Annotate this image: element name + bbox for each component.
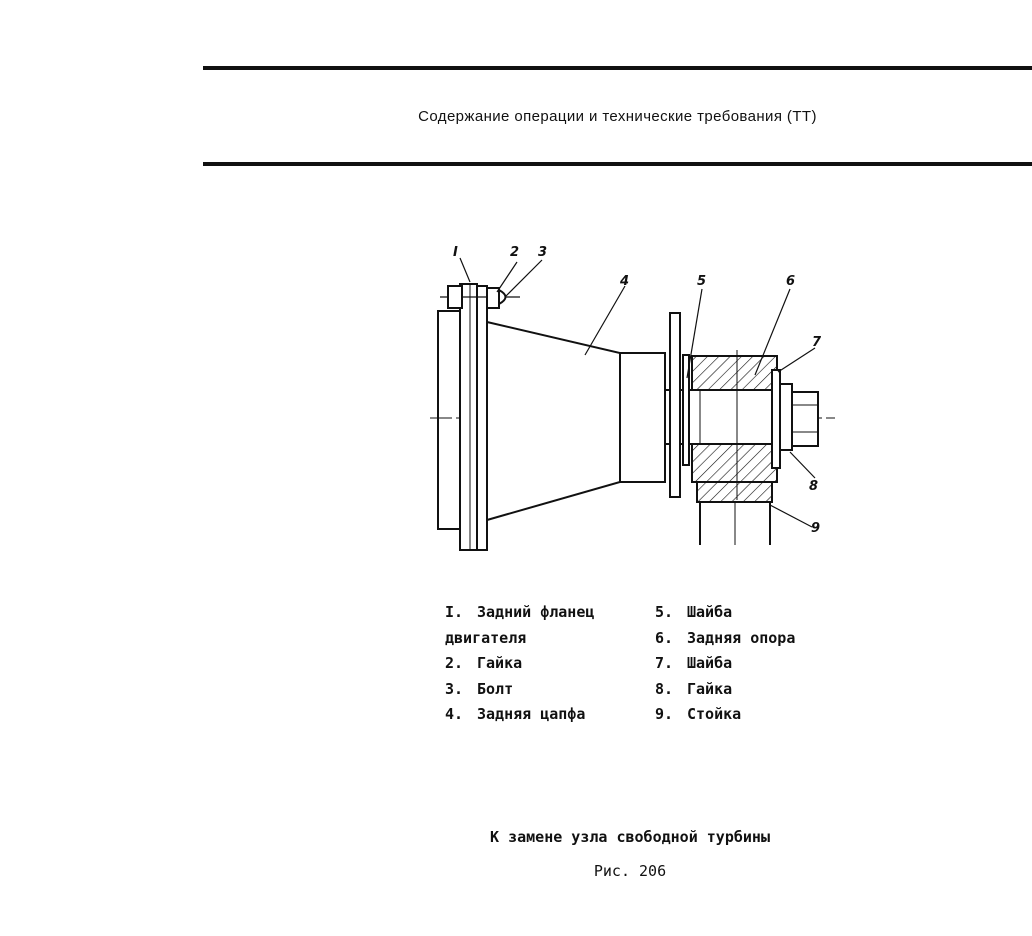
legend-number: 2. [445,654,464,672]
flange-bolt-and-nut [440,285,520,309]
shaft-washer-and-nut [771,369,819,469]
callout-5: 5 [697,274,706,289]
callout-2: 2 [510,245,519,260]
legend-column-left: I. Задний фланец двигателя 2. Гайка 3. Болт… [445,600,594,728]
legend-item-1-continuation: двигателя [445,628,527,647]
engine-rear-flange [437,283,488,551]
legend-text: Болт [477,679,514,698]
legend-text: Гайка [477,654,523,672]
legend-item-4: 4. Задняя цапфа [445,702,594,728]
page-header-title: Содержание операции и технические требов… [418,108,817,125]
callout-3: 3 [538,245,547,260]
legend-number: 8. [655,679,674,698]
callout-6: 6 [786,274,795,289]
callout-1: I [453,245,458,260]
legend-text: Гайка [687,679,733,698]
stand [699,502,771,545]
washer-5 [669,312,690,498]
header-bottom-rule [203,162,1032,166]
legend-number: 4. [445,705,464,723]
leader-lines [459,257,816,528]
figure-caption: К замене узла свободной турбины [490,828,770,846]
legend-number: I. [445,603,464,621]
legend-item-8: 8. Гайка [655,677,795,703]
legend-number: 3. [445,679,464,698]
legend-text: Шайба [687,603,733,621]
legend-text: Стойка [687,705,742,723]
legend-item-5: 5. Шайба [655,600,795,626]
legend-item-7: 7. Шайба [655,651,795,677]
legend-item-3: 3. Болт [445,677,594,703]
figure-number: Рис. 206 [593,862,667,880]
legend-item-9: 9. Стойка [655,702,795,728]
legend-item-2: 2. Гайка [445,651,594,677]
header-top-rule [203,66,1032,70]
legend-text: Задняя опора [687,628,796,647]
legend-number: 6. [655,628,674,647]
legend-number: 5. [655,603,674,621]
legend-number: 9. [655,705,674,723]
legend-item-1: I. Задний фланец [445,600,594,626]
legend-item-6: 6. Задняя опора [655,626,795,652]
callout-4: 4 [619,274,629,289]
legend-column-right: 5. Шайба 6. Задняя опора 7. Шайба 8. Гайка 9… [655,600,795,728]
legend-text: Задняя цапфа [477,705,586,723]
legend-text: Шайба [687,654,733,672]
rear-trunnion [486,320,776,522]
callout-9: 9 [811,521,820,536]
legend-text: Задний фланец [477,603,595,621]
callout-8: 8 [809,479,818,494]
callout-7: 7 [812,335,822,350]
legend-number: 7. [655,654,674,672]
assembly-drawing: I 2 3 4 5 6 7 8 9 [430,245,835,551]
